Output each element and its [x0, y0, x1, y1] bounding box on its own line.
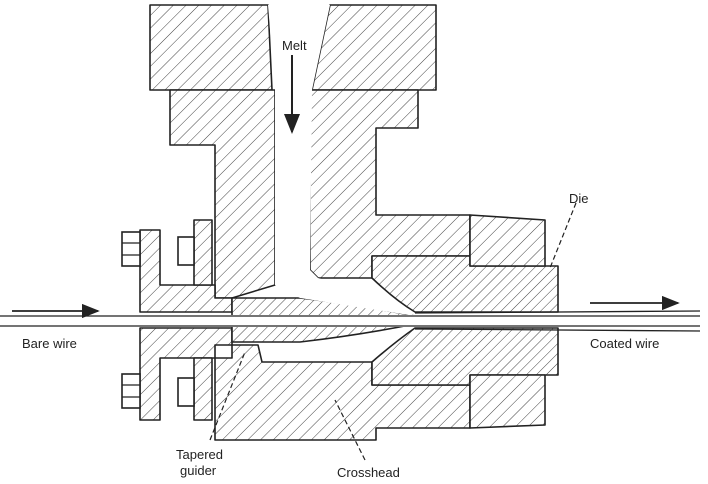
- bolt-stud-upper: [193, 219, 213, 286]
- nut-upper: [177, 236, 195, 266]
- clamp-plate-upper: [139, 229, 233, 313]
- melt-channel: [268, 5, 415, 316]
- guider-label: guider: [180, 463, 217, 478]
- die-label: Die: [569, 191, 589, 206]
- die-leader: [549, 202, 577, 269]
- crosshead-flange-upper: [469, 214, 546, 267]
- coating-edge-top: [414, 310, 701, 314]
- crosshead-label: Crosshead: [337, 465, 400, 480]
- bolt-head-upper: [121, 231, 141, 267]
- crosshead-flange-lower: [469, 374, 546, 429]
- tapered-label: Tapered: [176, 447, 223, 462]
- feeder-block-left: [149, 4, 273, 91]
- feeder-block-right: [311, 4, 437, 91]
- coated-wire-label: Coated wire: [590, 336, 660, 351]
- crosshead-leader: [334, 399, 366, 461]
- wire-path: [0, 315, 708, 327]
- crosshead-upper-left: [169, 89, 276, 299]
- melt-label: Melt: [282, 38, 307, 53]
- bolt-stud-lower: [193, 357, 213, 421]
- crosshead-upper-right: [309, 89, 471, 279]
- bare-wire-label: Bare wire: [22, 336, 77, 351]
- coating-edge-bottom: [414, 328, 701, 332]
- nut-lower: [177, 377, 195, 407]
- bolt-head-lower: [121, 373, 141, 409]
